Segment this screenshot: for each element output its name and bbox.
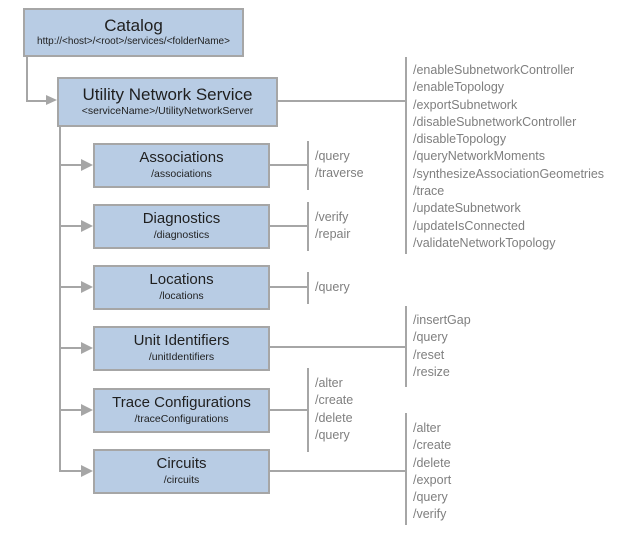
service-ops-bar	[405, 57, 407, 254]
service-path: <serviceName>/UtilityNetworkServer	[81, 105, 254, 118]
utility-network-service-node: Utility Network Service <serviceName>/Ut…	[57, 77, 278, 127]
locations-title: Locations	[149, 271, 214, 289]
diagnostics-path: /diagnostics	[153, 228, 210, 241]
locations-operations-list: /query	[315, 279, 350, 296]
operation-label: /query	[315, 280, 350, 294]
connector-ops-hline	[270, 225, 307, 227]
operation-label: /enableSubnetworkController	[413, 63, 575, 77]
connector-branch-hline	[59, 164, 82, 166]
operation-label: /create	[413, 438, 452, 453]
operation-label: /traverse	[315, 166, 364, 181]
connector-branch-hline	[59, 225, 82, 227]
circuits-title: Circuits	[156, 455, 207, 473]
catalog-node: Catalog http://<host>/<root>/services/<f…	[23, 8, 244, 57]
operation-label: /query	[315, 149, 350, 163]
catalog-title: Catalog	[104, 16, 163, 36]
connector-branch-hline	[59, 347, 82, 349]
connector-service-ops-hline	[278, 100, 405, 102]
unit-identifiers-node: Unit Identifiers /unitIdentifiers	[93, 326, 270, 371]
operation-label: /updateSubnetwork	[413, 201, 521, 216]
circuits-path: /circuits	[163, 473, 200, 486]
operation-label: /synthesizeAssociationGeometries	[413, 166, 605, 181]
ops-bar	[405, 306, 407, 387]
service-title: Utility Network Service	[82, 85, 253, 105]
connector-ops-hline	[270, 164, 307, 166]
arrowhead-icon	[81, 281, 93, 293]
ops-bar	[307, 368, 309, 452]
arrowhead-icon	[81, 220, 93, 232]
trace-configurations-node: Trace Configurations /traceConfiguration…	[93, 388, 270, 433]
ops-bar	[307, 272, 309, 304]
ops-bar	[405, 413, 407, 525]
operation-label: /disableTopology	[413, 132, 507, 147]
trace-configurations-path: /traceConfigurations	[134, 412, 229, 425]
operation-label: /alter	[315, 376, 343, 390]
operation-label: /insertGap	[413, 313, 471, 327]
operation-label: /updateIsConnected	[413, 218, 525, 233]
connector-branch-hline	[59, 470, 82, 472]
associations-path: /associations	[151, 167, 212, 180]
operation-label: /enableTopology	[413, 80, 505, 95]
locations-node: Locations /locations	[93, 265, 270, 310]
unit-identifiers-path: /unitIdentifiers	[148, 350, 215, 363]
diagnostics-operations-list: /verify/repair	[315, 209, 350, 244]
operation-label: /verify	[315, 210, 349, 224]
operation-label: /delete	[413, 455, 451, 470]
trace-configurations-title: Trace Configurations	[112, 394, 251, 412]
operation-label: /disableSubnetworkController	[413, 114, 577, 129]
operation-label: /query	[413, 330, 448, 345]
locations-path: /locations	[159, 289, 204, 302]
operation-label: /export	[413, 472, 452, 487]
diagnostics-title: Diagnostics	[142, 210, 221, 228]
unit-identifiers-title: Unit Identifiers	[133, 332, 230, 350]
associations-operations-list: /query/traverse	[315, 148, 364, 183]
operation-label: /reset	[413, 347, 445, 362]
operation-label: /create	[315, 393, 354, 408]
circuits-operations-list: /alter/create/delete/export/query/verify	[413, 420, 451, 524]
operation-label: /alter	[413, 421, 441, 435]
arrowhead-icon	[81, 342, 93, 354]
diagnostics-node: Diagnostics /diagnostics	[93, 204, 270, 249]
arrowhead-icon	[81, 404, 93, 416]
trace-configurations-operations-list: /alter/create/delete/query	[315, 375, 353, 444]
catalog-url: http://<host>/<root>/services/<folderNam…	[37, 36, 230, 48]
associations-title: Associations	[139, 149, 224, 167]
operation-label: /trace	[413, 184, 445, 199]
connector-catalog-hline	[26, 100, 47, 102]
connector-ops-hline	[270, 409, 307, 411]
connector-catalog-vline	[26, 57, 28, 101]
arrowhead-icon	[46, 95, 57, 105]
operation-label: /repair	[315, 227, 351, 242]
connector-ops-hline	[270, 346, 405, 348]
connector-branch-hline	[59, 409, 82, 411]
connector-ops-hline	[270, 470, 405, 472]
operation-label: /query	[315, 427, 350, 442]
ops-bar	[307, 141, 309, 190]
operation-label: /query	[413, 490, 448, 505]
service-operations-list: /enableSubnetworkController/enableTopolo…	[413, 62, 604, 252]
operation-label: /delete	[315, 410, 353, 425]
operation-label: /exportSubnetwork	[413, 97, 518, 112]
arrowhead-icon	[81, 159, 93, 171]
connector-ops-hline	[270, 286, 307, 288]
associations-node: Associations /associations	[93, 143, 270, 188]
operation-label: /verify	[413, 507, 447, 522]
unit-identifiers-operations-list: /insertGap/query/reset/resize	[413, 312, 471, 381]
ops-bar	[307, 202, 309, 251]
connector-branch-hline	[59, 286, 82, 288]
operation-label: /queryNetworkMoments	[413, 149, 545, 164]
operation-label: /resize	[413, 364, 450, 379]
connector-service-trunk	[59, 127, 61, 472]
operation-label: /validateNetworkTopology	[413, 235, 556, 250]
circuits-node: Circuits /circuits	[93, 449, 270, 494]
arrowhead-icon	[81, 465, 93, 477]
